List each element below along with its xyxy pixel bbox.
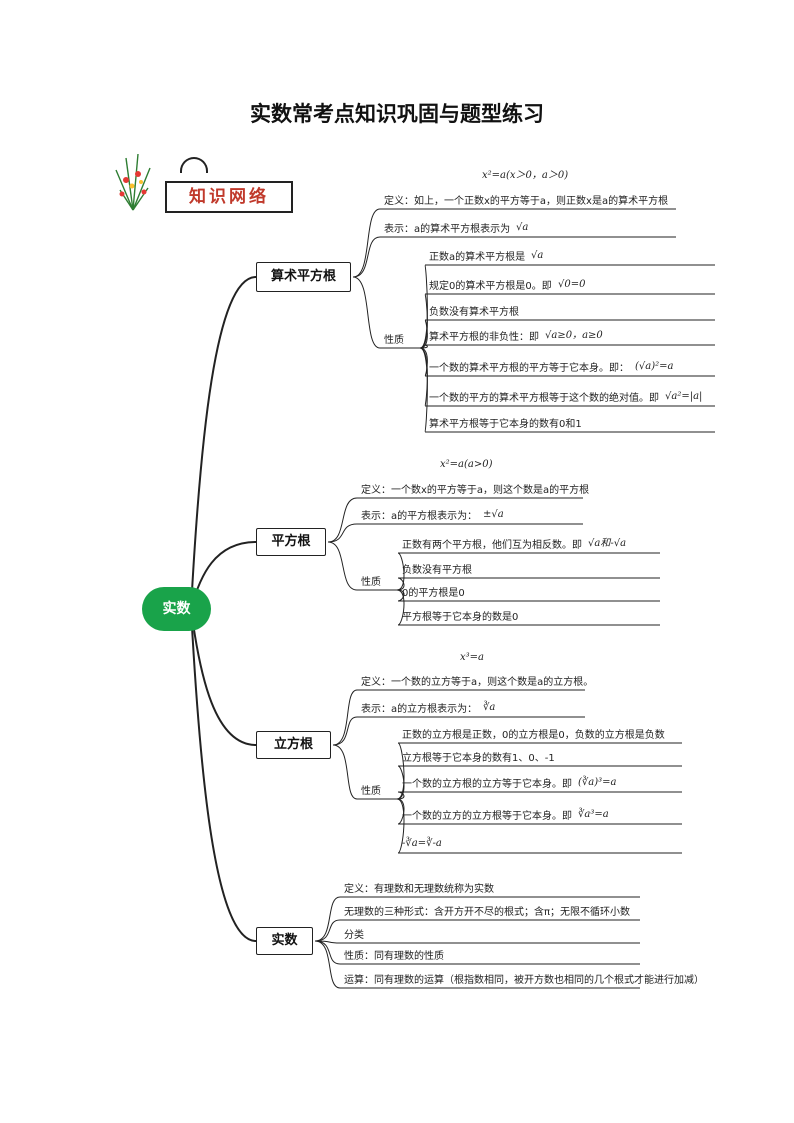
plant-icon: [108, 150, 158, 216]
connector-line: [419, 347, 428, 433]
connector-line: [190, 276, 257, 610]
connector-line: [396, 798, 405, 854]
branch-2-prop-3: 一个数的立方的立方根等于它本身。即: [402, 811, 572, 822]
branch-0-prop-3: 算术平方根的非负性：即: [429, 332, 539, 343]
connector-line: [419, 347, 428, 407]
connector-line: [352, 208, 381, 278]
connector-line: [332, 689, 358, 746]
logo-label: 知识网络: [165, 181, 293, 213]
branch-1-prop-2: 0的平方根是0: [402, 588, 465, 599]
connector-line: [352, 236, 381, 278]
branch-0-prop-1: 规定0的算术平方根是0。即: [429, 281, 552, 292]
branch-0-formula: x²=a(x＞0，a＞0): [482, 170, 569, 181]
branch-2-prop-4-math: -∛a=∛-a: [402, 838, 442, 849]
branch-0-prop-6: 算术平方根等于它本身的数有0和1: [429, 419, 582, 430]
branch-2-node: 立方根: [256, 731, 331, 759]
connector-line: [190, 608, 257, 942]
connector-line: [419, 293, 428, 349]
branch-2-item-1: 表示：a的立方根表示为：: [361, 704, 478, 715]
branch-2-prop-1: 立方根等于它本身的数有1、0、-1: [402, 753, 555, 764]
branch-1-prop-3: 平方根等于它本身的数是0: [402, 612, 519, 623]
branch-0-prop-0-math: √a: [531, 250, 544, 261]
branch-0-prop-4: 一个数的算术平方根的平方等于它本身。即：: [429, 363, 629, 374]
branch-2-formula: x³=a: [460, 652, 484, 663]
connector-line: [332, 744, 358, 800]
branch-3-item-2: 分类: [344, 930, 364, 941]
branch-2-prop-2-math: (∛a)³=a: [578, 777, 617, 788]
branch-0-prop-2: 负数没有算术平方根: [429, 307, 519, 318]
branch-0-prop-0: 正数a的算术平方根是: [429, 252, 526, 263]
branch-3-item-1: 无理数的三种形式：含开方开不尽的根式；含π；无限不循环小数: [344, 907, 631, 918]
branch-2-prop-3-math: ∛a³=a: [578, 809, 609, 820]
branch-1-formula: x²=a(a>0): [440, 459, 493, 470]
sun-icon: [180, 157, 208, 173]
branch-0-prop-3-math: √a≥0，a≥0: [545, 330, 603, 341]
branch-3-item-3: 性质：同有理数的性质: [344, 951, 444, 962]
branch-0-item-0: 定义：如上，一个正数x的平方等于a，则正数x是a的算术平方根: [384, 196, 669, 207]
branch-1-prop-0: 正数有两个平方根，他们互为相反数。即: [402, 540, 582, 551]
branch-1-item-1: 表示：a的平方根表示为：: [361, 511, 478, 522]
branch-2-prop-0: 正数的立方根是正数，0的立方根是0，负数的立方根是负数: [402, 730, 665, 741]
branch-0-prop-5: 一个数的平方的算术平方根等于这个数的绝对值。即: [429, 393, 659, 404]
branch-2-item-0: 定义：一个数的立方等于a，则这个数是a的立方根。: [361, 677, 594, 688]
connector-line: [396, 765, 405, 800]
branch-2-item-2: 性质: [361, 786, 381, 797]
connector-line: [327, 541, 358, 591]
connector-line: [314, 919, 341, 942]
connector-line: [314, 940, 341, 989]
branch-0-node: 算术平方根: [256, 262, 351, 292]
branch-0-item-1-math: √a: [516, 222, 529, 233]
branch-0-prop-4-math: (√a)²=a: [635, 361, 674, 372]
branch-1-node: 平方根: [256, 528, 326, 556]
branch-0-prop-1-math: √0=0: [558, 279, 586, 290]
connector-line: [396, 589, 405, 626]
branch-1-item-0: 定义：一个数x的平方等于a，则这个数是a的平方根: [361, 485, 590, 496]
branch-1-item-2: 性质: [361, 577, 381, 588]
branch-3-node: 实数: [256, 927, 313, 955]
connector-line: [396, 552, 405, 591]
connector-line: [332, 716, 358, 746]
branch-0-item-2: 性质: [384, 335, 404, 346]
branch-0-prop-5-math: √a²=|a|: [665, 391, 703, 402]
page-title: 实数常考点知识巩固与题型练习: [250, 101, 544, 126]
branch-2-prop-2: 一个数的立方根的立方等于它本身。即: [402, 779, 572, 790]
branch-1-prop-1: 负数没有平方根: [402, 565, 472, 576]
branch-1-item-1-math: ±√a: [483, 509, 504, 520]
connector-line: [352, 276, 381, 349]
branch-1-prop-0-math: √a和-√a: [588, 538, 627, 549]
branch-3-item-4: 运算：同有理数的运算（根指数相同，被开方数也相同的几个根式才能进行加减）: [344, 975, 704, 986]
connector-line: [419, 264, 428, 349]
connector-line: [396, 742, 405, 800]
branch-0-item-1: 表示：a的算术平方根表示为: [384, 224, 511, 235]
connector-line: [419, 319, 428, 349]
connector-line: [190, 608, 257, 746]
connector-line: [327, 523, 358, 543]
root-node: 实数: [142, 587, 211, 631]
branch-2-item-1-math: ∛a: [483, 702, 496, 713]
connector-line: [314, 940, 341, 965]
connector-line: [327, 497, 358, 543]
connector-line: [314, 896, 341, 942]
branch-3-item-0: 定义：有理数和无理数统称为实数: [344, 884, 494, 895]
